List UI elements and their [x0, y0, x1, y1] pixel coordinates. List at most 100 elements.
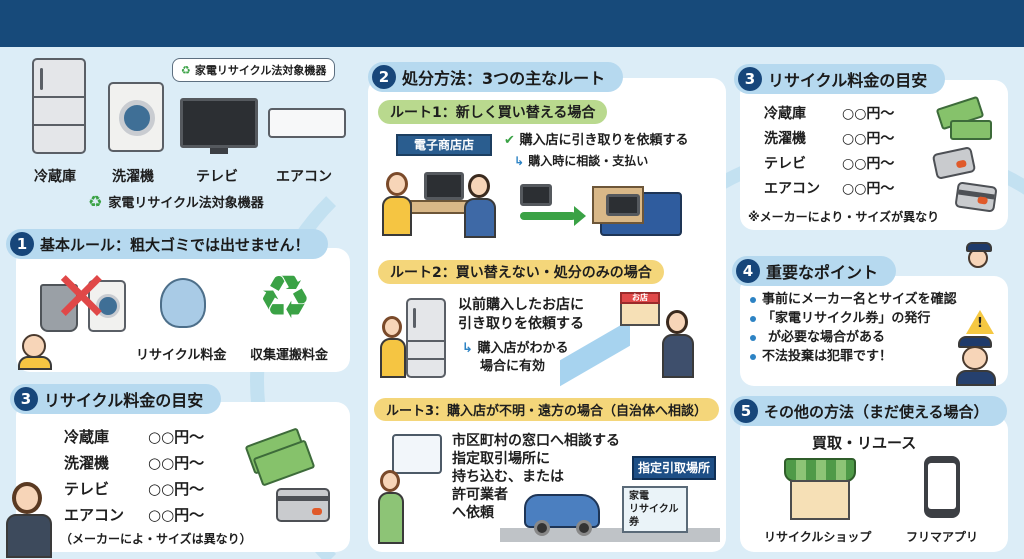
option-recycle-shop: リサイクルショップ: [764, 530, 872, 544]
garbage-bag-icon: [160, 278, 206, 328]
recycle-icon: ♻: [258, 263, 312, 333]
key-points-list: 事前にメーカー名とサイズを確認 「家電リサイクル券」の発行 が必要な場合がある …: [748, 290, 957, 366]
key-point-continued: が必要な場合がある: [748, 328, 957, 347]
fee-price: ○○円〜: [148, 480, 205, 498]
section-fee-guide-left: [16, 402, 350, 552]
air-conditioner-icon: [268, 108, 346, 138]
fee-table-left: 冷蔵庫○○円〜 洗濯機○○円〜 テレビ ○○円〜 エアコン ○○円〜: [64, 424, 204, 528]
appliance-label-ac: エアコン: [276, 169, 332, 185]
section-basic-rule-header: 1 基本ルール：粗大ゴミでは出せません！: [6, 229, 328, 259]
fee-row: テレビ ○○円〜: [764, 152, 894, 177]
appliance-law-tag: ♻ 家電リサイクル法対象機器: [172, 58, 336, 82]
appliance-label-fridge: 冷蔵庫: [34, 169, 76, 185]
credit-card-icon: [954, 181, 998, 213]
fee-note-right: ※メーカーにより・サイズが異なり: [748, 210, 940, 224]
prohibited-x-icon: ✕: [52, 256, 111, 338]
fee-price: ○○円〜: [148, 454, 205, 472]
route2-main: 以前購入したお店に 引き取りを依頼する: [458, 296, 584, 334]
route3-line: 許可業者: [452, 487, 508, 503]
fee-price: ○○円〜: [842, 181, 895, 197]
fee-item: テレビ: [764, 156, 806, 172]
fee-row: 洗濯機○○円〜: [64, 450, 204, 476]
sub-arrow-icon: ↳: [462, 341, 473, 356]
fee-price: ○○円〜: [148, 428, 205, 446]
option-flea-market-app: フリマアプリ: [906, 530, 979, 544]
section-title: 基本ルール：粗大ゴミでは出せません！: [40, 235, 310, 254]
fee-price: ○○円〜: [842, 156, 895, 172]
route2-main-line1: 以前購入したお店に: [458, 297, 584, 313]
route1-sub: ↳ 購入時に相談・支払い: [514, 152, 648, 170]
credit-card-icon: [276, 488, 330, 522]
ticket-line1: 家電: [629, 491, 649, 502]
key-point: 「家電リサイクル券」の発行: [748, 309, 957, 328]
section-key-points-header: 4 重要なポイント: [732, 256, 897, 286]
section-key-points: [740, 276, 1008, 386]
electronics-store-sign: 電子商店店: [396, 134, 492, 156]
appliance-label-washer: 洗濯機: [112, 169, 154, 185]
section-title: 重要なポイント: [766, 263, 879, 282]
fee-price: ○○円〜: [148, 506, 205, 524]
route3-line: へ依頼: [452, 505, 494, 521]
fee-item: 冷蔵庫: [764, 106, 806, 122]
section-other-methods: [740, 416, 1008, 552]
route2-label: ルート2：買い替えない・処分のみの場合: [378, 260, 664, 284]
collection-fee-label: 収集運搬料金: [250, 348, 329, 363]
section-number: 3: [738, 67, 762, 91]
reuse-subtitle: 買取・リユース: [812, 434, 917, 452]
section-title: リサイクル料金の目安: [768, 71, 928, 90]
key-point: 不法投棄は犯罪です！: [748, 347, 957, 366]
check-icon: ✔: [504, 133, 515, 148]
warning-mark: !: [977, 316, 983, 331]
route2-sub-line1: 購入店がわかる: [477, 341, 569, 356]
ticket-line2: リサイクル券: [629, 504, 679, 528]
route1-main-text: 購入店に引き取りを依頼する: [519, 133, 689, 148]
section-number: 2: [372, 65, 396, 89]
route3-label: ルート3：購入店が不明・遠方の場合（自治体へ相談）: [374, 398, 720, 421]
tv-icon: [520, 184, 552, 206]
recycle-icon: ♻: [181, 63, 191, 77]
section-number: 1: [10, 232, 34, 256]
section-number: 5: [734, 399, 758, 423]
recycle-fee-label: リサイクル料金: [136, 348, 227, 363]
route3-line: 指定取引場所に: [452, 451, 550, 467]
recycle-icon: ♻: [88, 192, 103, 211]
cash-icon: [950, 120, 992, 140]
fee-row: 冷蔵庫 ○○円〜: [764, 102, 894, 127]
section-other-methods-header: 5 その他の方法（まだ使える場合）: [730, 396, 1007, 426]
route1-label: ルート1：新しく買い替える場合: [378, 100, 608, 124]
section-fee-guide-right-header: 3 リサイクル料金の目安: [734, 64, 946, 94]
route2-main-line2: 引き取りを依頼する: [458, 316, 584, 332]
section-number: 3: [14, 387, 38, 411]
tv-stand: [210, 148, 228, 154]
route2-sub: ↳ 購入店がわかる 場合に有効: [462, 340, 568, 376]
route3-line: 持ち込む、または: [452, 469, 564, 485]
recycle-ticket: 家電 リサイクル券: [622, 486, 688, 533]
fee-row: エアコン ○○円〜: [764, 177, 894, 202]
fee-item: 洗濯機: [764, 131, 806, 147]
washing-machine-icon: [88, 280, 126, 332]
header-banner: [0, 0, 1024, 47]
route2-sub-line2: 場合に有効: [480, 359, 546, 374]
warning-icon: !: [966, 310, 994, 334]
car-wheel: [576, 520, 592, 536]
fee-item: テレビ: [64, 480, 110, 498]
green-arrow-icon: [520, 206, 586, 226]
route1-main: ✔ 購入店に引き取りを依頼する: [504, 132, 688, 150]
tv-icon: [606, 194, 640, 216]
tv-icon: [180, 98, 258, 148]
fee-row: 冷蔵庫○○円〜: [64, 424, 204, 450]
fee-note-left: （メーカーによ・サイズは異なり）: [60, 532, 252, 546]
tag-label: 家電リサイクル法対象機器: [194, 64, 327, 77]
fee-row: エアコン ○○円〜: [64, 502, 204, 528]
recycle-shop-roof: [784, 458, 856, 482]
caption-text: 家電リサイクル法対象機器: [108, 196, 264, 211]
route3-line: 市区町村の窓口へ相談する: [452, 433, 620, 449]
fee-price: ○○円〜: [842, 106, 895, 122]
key-point: 事前にメーカー名とサイズを確認: [748, 290, 957, 309]
washing-machine-icon: [108, 82, 164, 152]
fee-item: エアコン: [764, 181, 820, 197]
section-fee-guide-left-header: 3 リサイクル料金の目安: [10, 384, 222, 414]
fee-table-right: 冷蔵庫 ○○円〜 洗濯機 ○○円〜 テレビ ○○円〜 エアコン ○○円〜: [764, 102, 894, 202]
fee-row: テレビ ○○円〜: [64, 476, 204, 502]
fee-item: エアコン: [64, 506, 125, 524]
